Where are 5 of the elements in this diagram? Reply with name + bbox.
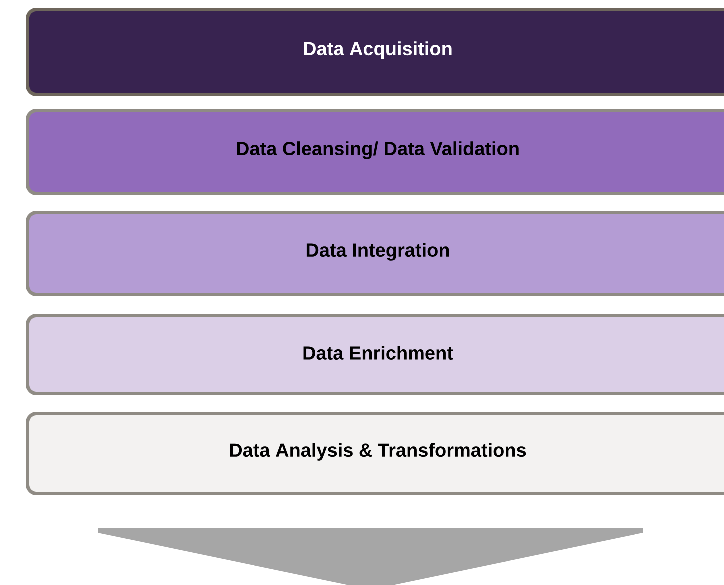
process-box: Data Analysis & Transformations	[26, 412, 724, 496]
process-box: Data Cleansing/ Data Validation	[26, 109, 724, 196]
process-box: Data Enrichment	[26, 314, 724, 396]
process-box: Data Acquisition	[26, 8, 724, 96]
process-box: Data Integration	[26, 211, 724, 296]
